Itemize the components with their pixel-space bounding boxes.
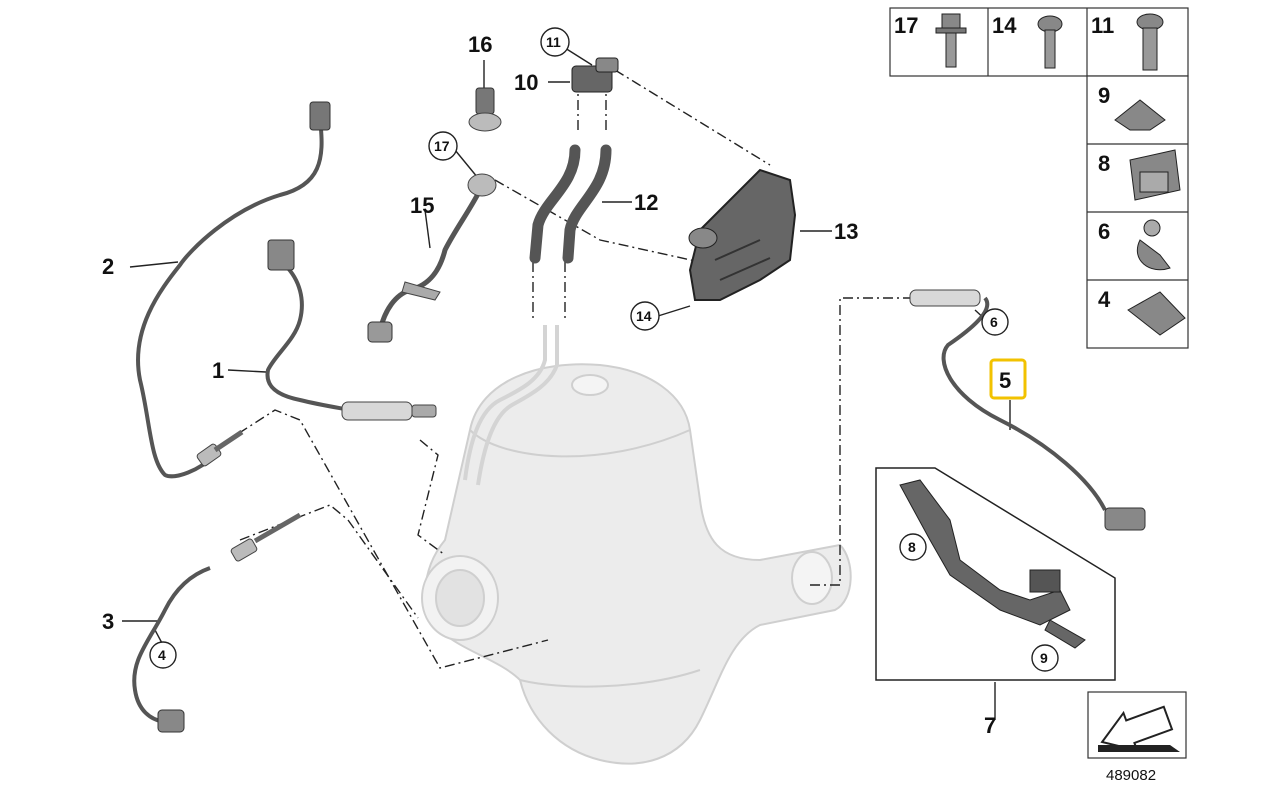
highlighted-label-5: 5: [989, 358, 1027, 400]
bolt-17-icon: [935, 13, 967, 68]
pipe-15: [367, 173, 497, 343]
parts-legend: [889, 7, 1189, 349]
pressure-sensor-10: [571, 57, 619, 93]
clip-9-icon: [1114, 99, 1166, 131]
label-3: 3: [102, 609, 114, 634]
particulate-filter: [421, 363, 852, 765]
inset-bracket-7: [875, 467, 1116, 681]
temp-sensor-3: [132, 512, 302, 733]
callouts: [149, 27, 1059, 672]
bolt-14-icon: [1037, 15, 1063, 69]
clip-4-icon: [1127, 291, 1186, 336]
label-2: 2: [102, 254, 114, 279]
clip-8-icon: [1129, 149, 1181, 201]
legend-9: 9: [1098, 83, 1110, 108]
bolt-11-icon: [1136, 13, 1164, 71]
callout-8: 8: [908, 539, 916, 555]
legend-6: 6: [1098, 219, 1110, 244]
callout-labels: 4 6 8 9 11 14 17: [158, 34, 1048, 666]
diagram-reference-number: 489082: [1106, 767, 1156, 784]
legend-14: 14: [992, 13, 1017, 38]
label-10: 10: [514, 70, 538, 95]
pressure-pipes: [463, 325, 559, 486]
legend-4: 4: [1098, 287, 1111, 312]
oxygen-sensor-5: [909, 289, 1146, 531]
legend-17: 17: [894, 13, 918, 38]
callout-6: 6: [990, 314, 998, 330]
hoses-12: [529, 144, 612, 264]
label-16: 16: [468, 32, 492, 57]
clip-6-icon: [1136, 219, 1171, 271]
part-labels: 1 2 3 7 10 12 13 15 16: [102, 32, 996, 738]
label-13: 13: [834, 219, 858, 244]
oxygen-sensor-1: [265, 239, 437, 421]
pressure-sensor-16: [468, 87, 502, 132]
legend-11: 11: [1091, 13, 1114, 38]
temp-sensor-2: [136, 101, 331, 479]
bracket-13: [688, 168, 797, 301]
label-1: 1: [212, 358, 224, 383]
legend-8: 8: [1098, 151, 1110, 176]
direction-arrow-icon: [1087, 691, 1187, 759]
label-5: 5: [999, 368, 1011, 393]
label-15: 15: [410, 193, 434, 218]
callout-17: 17: [434, 138, 450, 154]
label-7: 7: [984, 713, 996, 738]
callout-9: 9: [1040, 650, 1048, 666]
legend-labels: 17 14 11 9 8 6 4: [894, 13, 1114, 312]
label-12: 12: [634, 190, 658, 215]
callout-11: 11: [546, 34, 561, 50]
label-lines: [122, 47, 1056, 720]
callout-14: 14: [636, 308, 652, 324]
callout-4: 4: [158, 647, 166, 663]
